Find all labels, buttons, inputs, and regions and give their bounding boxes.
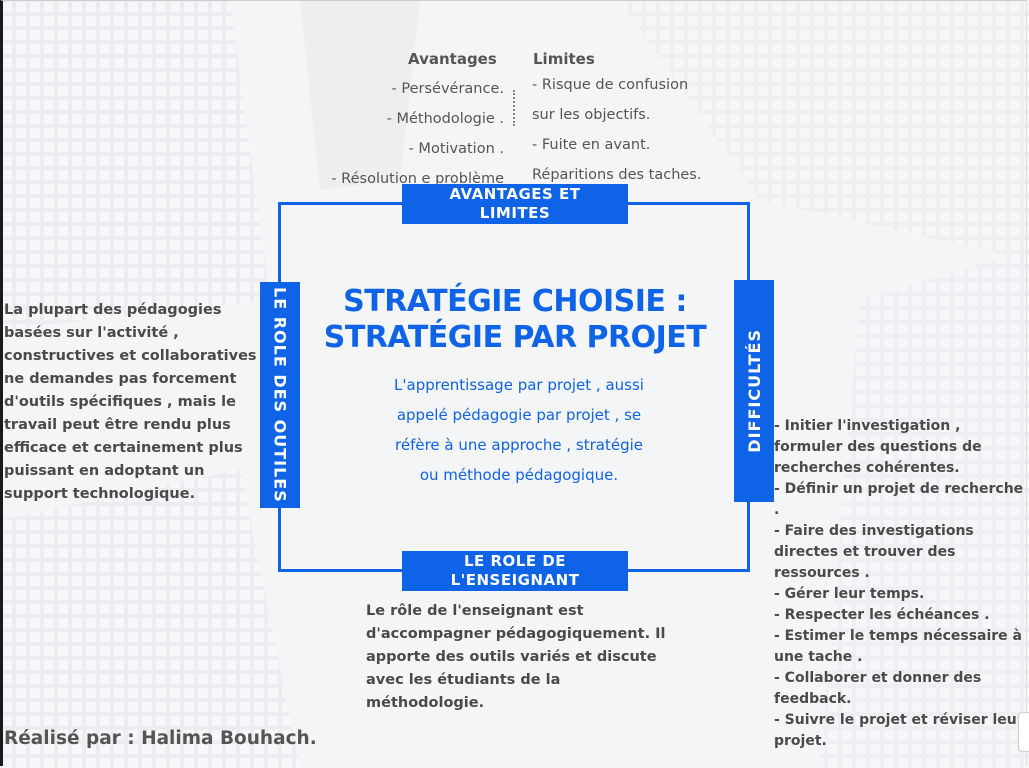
banner-teacher-role: LE ROLE DE L'ENSEIGNANT <box>402 551 628 591</box>
banner-advantages-limits: AVANTAGES ET LIMITES <box>402 184 628 224</box>
advantages-list: - Persévérance. - Méthodologie . - Motiv… <box>331 74 504 194</box>
difficulties-list: - Initier l'investigation , formuler des… <box>774 416 1026 752</box>
difficulty-item: - Faire des investigations directes et t… <box>774 523 974 581</box>
banner-bottom-line2: L'ENSEIGNANT <box>450 571 580 589</box>
difficulty-item: - Suivre le projet et réviser leur proje… <box>774 712 1024 749</box>
limit-item: - Risque de confusion <box>532 77 689 93</box>
advantage-item: - Résolution e problème <box>331 171 504 187</box>
banner-top-line2: LIMITES <box>479 204 551 222</box>
author-credit: Réalisé par : Halima Bouhach. <box>4 728 317 749</box>
banner-tools-role: LE ROLE DES OUTILES <box>260 282 300 508</box>
difficulty-item: - Collaborer et donner des feedback. <box>774 670 982 707</box>
banner-right-label: DIFFICULTÉS <box>744 329 764 453</box>
banner-left-label: LE ROLE DES OUTILES <box>270 287 290 503</box>
advantage-item: - Motivation . <box>408 141 504 157</box>
limits-list: - Risque de confusion sur les objectifs.… <box>532 70 701 190</box>
difficulty-item: - Gérer leur temps. <box>774 586 925 602</box>
main-title-line2: STRATÉGIE PAR PROJET <box>323 320 707 355</box>
limit-item: sur les objectifs. <box>532 107 651 123</box>
main-title-line1: STRATÉGIE CHOISIE : <box>343 284 687 319</box>
difficulty-item: - Initier l'investigation , formuler des… <box>774 418 982 476</box>
advantage-item: - Persévérance. <box>391 81 504 97</box>
advantages-title: Avantages <box>408 50 497 68</box>
teacher-role-description: Le rôle de l'enseignant est d'accompagne… <box>366 603 666 711</box>
limit-item: - Fuite en avant. <box>532 137 651 153</box>
side-tab-handle[interactable] <box>1018 712 1029 752</box>
main-title: STRATÉGIE CHOISIE : STRATÉGIE PAR PROJET <box>300 284 730 356</box>
banner-top-line1: AVANTAGES ET <box>449 185 581 203</box>
difficulty-item: - Définir un projet de recherche . <box>774 481 1024 518</box>
center-desc-line: appelé pédagogie par projet , se <box>396 406 642 424</box>
difficulty-item: - Respecter les échéances . <box>774 607 990 623</box>
banner-difficulties: DIFFICULTÉS <box>734 280 774 502</box>
advantage-item: - Méthodologie . <box>386 111 504 127</box>
center-desc-line: L'apprentissage par projet , aussi <box>394 376 644 394</box>
column-divider <box>513 90 515 126</box>
center-desc-line: ou méthode pédagogique. <box>419 466 619 484</box>
center-description: L'apprentissage par projet , aussi appel… <box>380 370 658 490</box>
difficulty-item: - Estimer le temps nécessaire à une tach… <box>774 628 1022 665</box>
tools-description: La plupart des pédagogies basées sur l'a… <box>4 302 257 502</box>
limits-title: Limites <box>533 50 595 68</box>
center-desc-line: réfère à une approche , stratégie <box>395 436 643 454</box>
banner-bottom-line1: LE ROLE DE <box>463 552 567 570</box>
limit-item: Réparitions des taches. <box>532 167 702 183</box>
